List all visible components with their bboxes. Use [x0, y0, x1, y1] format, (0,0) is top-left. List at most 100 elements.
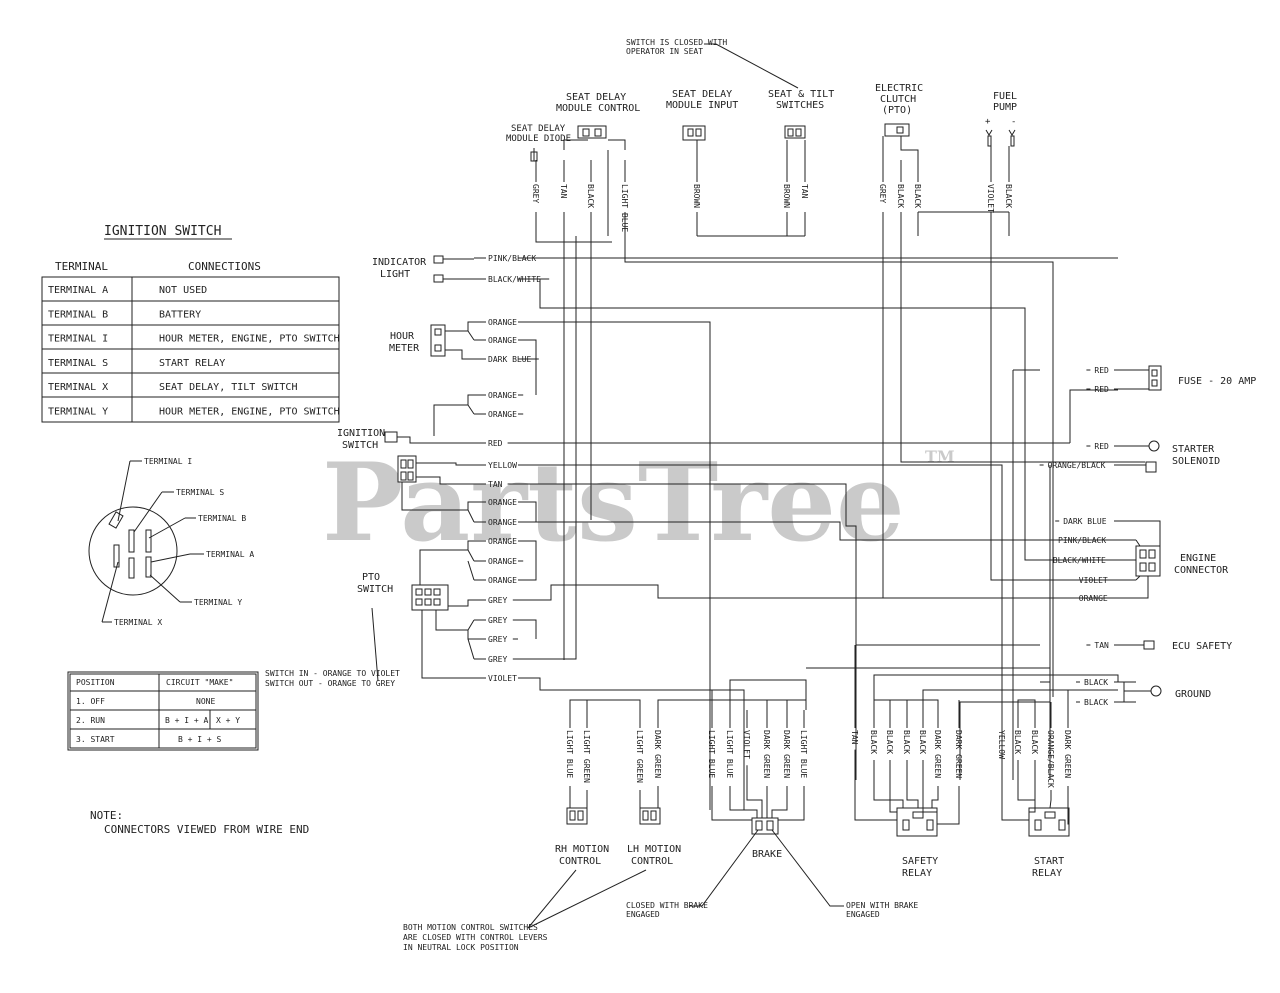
left-wire-label: ORANGE [488, 336, 517, 345]
top-wire-label: BROWN [692, 184, 701, 208]
bottom-wire-label: BLACK [869, 730, 878, 754]
top-wire-label: BLACK [896, 184, 905, 208]
terminal-cell: TERMINAL B [48, 309, 108, 320]
starter-ring-terminal [1148, 440, 1160, 452]
position-off: 1. OFF [76, 697, 105, 706]
circuit-make-header: CIRCUIT "MAKE" [166, 678, 233, 687]
motion-note-2: ARE CLOSED WITH CONTROL LEVERS [403, 933, 548, 942]
connection-cell: SEAT DELAY, TILT SWITCH [159, 382, 297, 393]
starter-label-1: STARTER [1172, 444, 1215, 455]
clutch-label-3: (PTO) [882, 105, 912, 116]
bottom-wire-label: LIGHT BLUE [565, 730, 574, 778]
right-wire-label: BLACK/WHITE [1053, 556, 1106, 565]
note-text: CONNECTORS VIEWED FROM WIRE END [104, 823, 309, 836]
pto-label-1: PTO [362, 572, 380, 583]
connection-cell: NOT USED [159, 285, 207, 296]
seat-delay-diode-1: SEAT DELAY [511, 124, 566, 134]
left-wire-label: GREY [488, 655, 507, 664]
right-wire-label: BLACK [1084, 698, 1108, 707]
bottom-wire-label: YELLOW [997, 730, 1006, 759]
terminal-i-label: TERMINAL I [144, 457, 192, 466]
lh-motion-label-1: LH MOTION [627, 844, 681, 855]
bottom-wire-label: ORANGE/BLACK [1046, 730, 1055, 788]
top-wire-label: VIOLET [986, 184, 995, 213]
bottom-wire-label: BLACK [885, 730, 894, 754]
bottom-wire-label: DARK GREEN [782, 730, 791, 778]
ignition-switch-connector [397, 455, 417, 483]
wire-labels: GREY TAN BLACK LIGHT BLUE BROWN BROWN TAN GREY B… [488, 184, 1109, 788]
bottom-wire-label: BLACK [918, 730, 927, 754]
start-relay-body [1028, 807, 1070, 837]
brake-closed-note-1: CLOSED WITH BRAKE [626, 901, 708, 910]
indicator-connector-1 [433, 255, 444, 264]
seat-delay-control-connector [577, 125, 607, 139]
seat-delay-control-1: SEAT DELAY [566, 92, 626, 103]
top-wire-label: BLACK [1004, 184, 1013, 208]
seat-delay-diode-2: MODULE DIODE [506, 134, 571, 144]
left-wire-label: ORANGE [488, 391, 517, 400]
bottom-wire-label: LIGHT BLUE [725, 730, 734, 778]
fuel-pump-2: PUMP [993, 102, 1017, 113]
make-run-1: B + I + A [165, 716, 209, 725]
connection-cell: START RELAY [159, 358, 225, 369]
top-components: SWITCH IS CLOSED WITH OPERATOR IN SEAT S… [506, 38, 1017, 162]
indicator-label-2: LIGHT [380, 269, 410, 280]
connection-cell: HOUR METER, ENGINE, PTO SWITCH [159, 407, 340, 418]
right-wire-label: DARK BLUE [1063, 517, 1107, 526]
pto-note-2: SWITCH OUT - ORANGE TO GREY [265, 679, 395, 688]
ecu-safety-label: ECU SAFETY [1172, 641, 1232, 652]
brake-label: BRAKE [752, 849, 782, 860]
left-wire-label: BLACK/WHITE [488, 275, 541, 284]
ignition-aux-connector [384, 431, 398, 443]
pto-note-1: SWITCH IN - ORANGE TO VIOLET [265, 669, 400, 678]
left-components: INDICATOR LIGHT HOUR METER IGNITION SWIT… [265, 255, 449, 688]
top-wire-label: TAN [800, 184, 809, 199]
bottom-wire-label: LIGHT BLUE [707, 730, 716, 778]
top-wire-label: LIGHT BLUE [620, 184, 629, 232]
seat-delay-input-1: SEAT DELAY [672, 89, 732, 100]
terminal-cell: TERMINAL Y [48, 407, 108, 418]
make-off: NONE [196, 697, 215, 706]
fuel-pump-1: FUEL [993, 91, 1017, 102]
top-wire-label: BLACK [913, 184, 922, 208]
motion-note-1: BOTH MOTION CONTROL SWITCHES [403, 923, 538, 932]
terminal-cell: TERMINAL I [48, 334, 108, 345]
left-wire-label: ORANGE [488, 410, 517, 419]
seat-tilt-2: SWITCHES [776, 100, 824, 111]
bottom-wire-label: DARK GREEN [762, 730, 771, 778]
position-run: 2. RUN [76, 716, 105, 725]
terminal-a-label: TERMINAL A [206, 550, 254, 559]
watermark: PartsTree [322, 440, 905, 566]
right-wire-label: TAN [1094, 641, 1109, 650]
terminal-cell: TERMINAL X [48, 382, 108, 393]
starter-label-2: SOLENOID [1172, 456, 1220, 467]
top-wire-label: GREY [878, 184, 887, 203]
make-start: B + I + S [178, 735, 222, 744]
fuel-minus: - [1011, 117, 1016, 127]
hour-meter-label-2: METER [389, 343, 420, 354]
bottom-wire-label: TAN [850, 730, 859, 745]
top-wire-label: BROWN [782, 184, 791, 208]
seat-delay-input-connector [682, 125, 706, 141]
ignition-label-1: IGNITION [337, 428, 385, 439]
right-wire-label: VIOLET [1079, 576, 1108, 585]
bottom-wire-label: BLACK [1013, 730, 1022, 754]
seat-delay-input-2: MODULE INPUT [666, 100, 738, 111]
hour-meter-label-1: HOUR [390, 331, 415, 342]
bottom-wire-label: BLACK [1030, 730, 1039, 754]
ground-ring-terminal [1150, 685, 1162, 697]
seat-note-2: OPERATOR IN SEAT [626, 47, 703, 56]
table-header-connections: CONNECTIONS [188, 260, 261, 273]
ignition-switch-face: TERMINAL I TERMINAL S TERMINAL B TERMINA… [88, 457, 254, 627]
bottom-wire-label: LIGHT GREEN [635, 730, 644, 783]
left-wire-label: GREY [488, 635, 507, 644]
start-relay-label-1: START [1034, 856, 1064, 867]
left-wire-label: ORANGE [488, 576, 517, 585]
left-wire-label: VIOLET [488, 674, 517, 683]
rh-motion-label-2: CONTROL [559, 856, 601, 867]
right-components: FUSE - 20 AMP STARTER SOLENOID ENGINE CO… [1135, 365, 1256, 700]
terminal-y-label: TERMINAL Y [194, 598, 242, 607]
note-title: NOTE: [90, 809, 123, 822]
top-wire-label: TAN [559, 184, 568, 199]
position-table: POSITION CIRCUIT "MAKE" 1. OFF NONE 2. R… [67, 671, 259, 751]
